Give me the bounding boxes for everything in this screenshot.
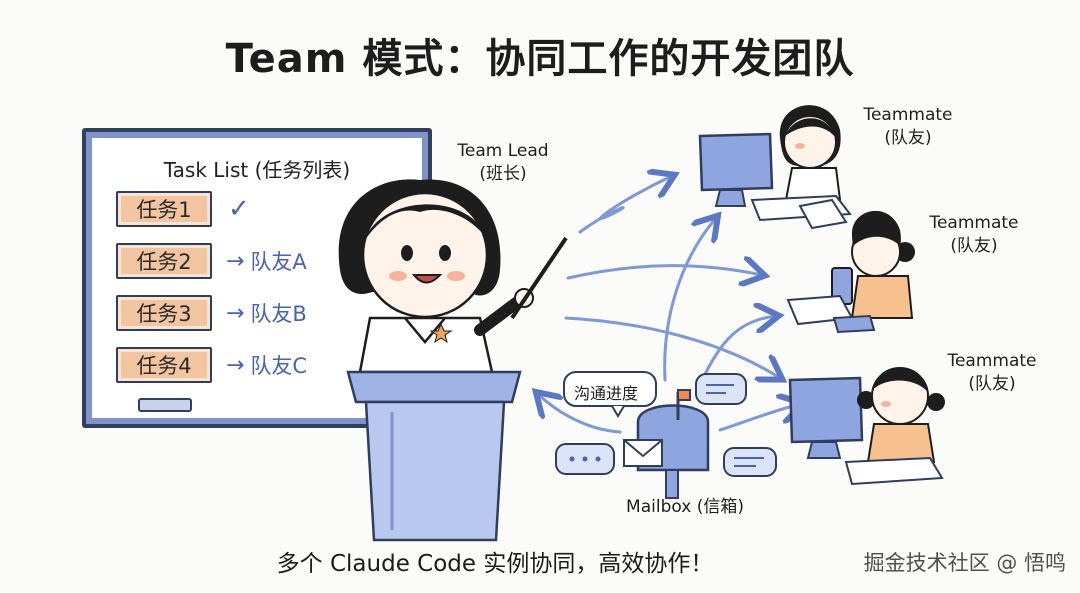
envelope-icon (623, 439, 663, 467)
teammate-label: Teammate (队友) (936, 350, 1048, 396)
task-row: 任务1 ✓ (116, 191, 250, 227)
arrow-right-icon: → (226, 248, 245, 274)
caption: 多个 Claude Code 实例协同，高效协作！ (0, 544, 1080, 578)
teammate-label-line1: Teammate (929, 213, 1019, 233)
task-assignee: 队友C (250, 354, 308, 378)
task-label: 任务1 (116, 191, 212, 227)
task-assignee: 队友B (250, 302, 307, 326)
arrow-from-mailbox-up (663, 218, 716, 382)
progress-bubble (563, 371, 657, 407)
arrow-right-icon: → (226, 300, 245, 326)
watermark: 掘金技术社区 @ 悟鸣 (863, 551, 1066, 575)
teammate-label-line2: (队友) (884, 128, 932, 148)
teammate-1-figure (698, 105, 852, 230)
arrow-from-mailbox-right (698, 316, 776, 387)
teammate-label-line2: (队友) (968, 374, 1016, 394)
arrow-to-teammate-1 (578, 176, 672, 234)
teammate-label-line1: Teammate (863, 105, 953, 125)
chat-bubble-icon (695, 373, 747, 405)
teammate-label-line2: (队友) (950, 236, 998, 256)
task-row: 任务3 → 队友B (116, 295, 307, 331)
teammate-3-figure (788, 367, 945, 486)
mailbox-label: Mailbox (信箱) (626, 497, 744, 517)
teammate-2-figure (786, 210, 915, 334)
progress-bubble-text: 沟通进度 (574, 384, 639, 403)
task-row: 任务4 → 队友C (116, 347, 308, 383)
team-lead-label-line1: Team Lead (457, 141, 549, 161)
task-label: 任务2 (116, 243, 212, 279)
speech-bubbles (555, 371, 777, 477)
arrow-mailbox-to-teammate-3 (718, 404, 800, 432)
teammate-label: Teammate (队友) (918, 212, 1030, 258)
checkmark-icon: ✓ (228, 194, 250, 224)
task-row: 任务2 → 队友A (116, 243, 307, 279)
arrow-mailbox-to-lead (538, 394, 622, 434)
arrow-right-icon: → (226, 352, 245, 378)
eraser-icon (138, 398, 192, 412)
teammate-label-line1: Teammate (947, 351, 1037, 371)
arrow-to-teammate-3 (564, 316, 780, 378)
team-lead-figure (338, 179, 568, 374)
podium (346, 370, 522, 542)
task-list-title: Task List (任务列表) (163, 158, 351, 182)
chat-bubble-icon (723, 447, 777, 477)
teammate-label: Teammate (队友) (852, 104, 964, 150)
team-lead-label: Team Lead (班长) (448, 140, 558, 186)
arrow-to-teammate-2 (566, 266, 762, 278)
mailbox-icon (623, 389, 710, 499)
team-lead-label-line2: (班长) (479, 164, 527, 184)
page-title: Team 模式：协同工作的开发团队 (225, 36, 855, 82)
task-label: 任务3 (116, 295, 212, 331)
task-label: 任务4 (116, 347, 212, 383)
caption-text: 多个 Claude Code 实例协同，高效协作！ (276, 551, 714, 577)
task-assignee: 队友A (250, 250, 307, 274)
